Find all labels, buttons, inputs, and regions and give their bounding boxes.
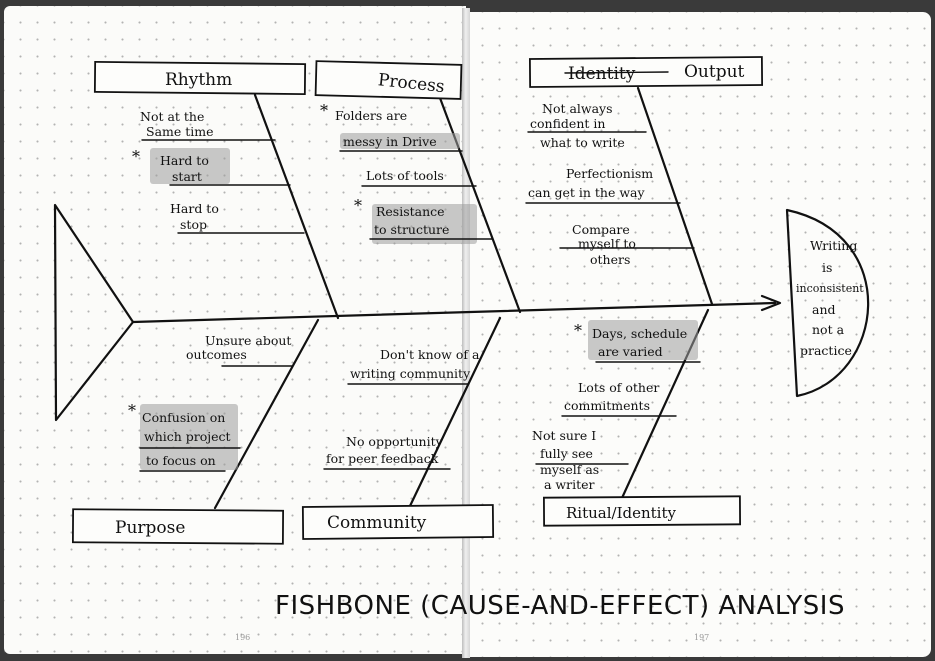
cause-text: are varied [598,344,663,359]
cause-text: commitments [564,398,650,413]
cause-text: Confusion on [142,410,225,425]
rib-community [408,316,502,508]
cause-text: writing community [350,366,471,381]
rib-purpose [213,318,320,510]
rib-output [636,86,714,306]
highlight-hard-to-start [150,148,230,184]
fish-tail [53,203,135,422]
cause-text: fully see [540,446,593,461]
cause-group-community: Don't know of a writing community No opp… [323,347,480,470]
category-box-purpose [71,508,285,545]
category-label-output-struck: Identity [568,64,636,84]
effect-line: and [812,302,836,317]
cause-text: Not always [542,101,613,116]
category-box-community [301,504,495,540]
cause-text: confident in [530,116,605,131]
cause-text: Unsure about [205,333,291,348]
highlight-resistance [372,204,477,244]
cause-group-ritual: * Days, schedule are varied Lots of othe… [532,321,701,492]
cause-text: Perfectionism [566,166,653,181]
dot-grid [4,6,466,654]
cause-text: stop [180,217,207,232]
effect-line: practice [800,343,852,358]
rib-rhythm [253,93,340,320]
dot-grid [466,12,931,657]
cause-text: myself to [578,236,636,251]
cause-text: Folders are [335,108,407,123]
star-mark: * [132,147,140,166]
star-mark: * [320,101,328,120]
category-label-purpose: Purpose [115,518,185,538]
category-box-ritual [542,495,742,527]
highlight-folders-messy [340,133,460,149]
strikethrough-line [564,71,669,74]
cause-text: can get in the way [528,185,645,200]
star-mark: * [354,196,362,215]
notebook-spine [462,8,470,658]
effect-line: is [822,260,832,275]
cause-text: Days, schedule [592,326,687,341]
cause-text: Lots of tools [366,168,444,183]
spine-arrowhead [760,294,782,312]
cause-text: Same time [146,124,214,139]
fish-spine [131,301,777,324]
effect-statement: Writing is inconsistent and not a practi… [796,238,864,358]
cause-text: messy in Drive [343,134,437,149]
category-label-community: Community [327,513,427,533]
right-page [466,12,931,657]
star-mark: * [574,321,582,340]
cause-text: No opportunity [346,434,444,449]
cause-text: Not sure I [532,428,596,443]
category-box-rhythm [93,60,307,96]
cause-text: others [590,252,630,267]
cause-text: to focus on [146,453,216,468]
cause-text: to structure [374,222,449,237]
effect-line: not a [812,322,845,337]
cause-text: what to write [540,135,625,150]
cause-text: Don't know of a [380,347,480,362]
highlight-days-varied [588,320,698,360]
cause-text: start [172,169,202,184]
cause-text: myself as [540,462,599,477]
left-page [4,6,466,654]
category-label-output: Output [684,62,745,82]
highlight-confusion [140,404,238,470]
cause-text: a writer [544,477,595,492]
cause-text: Hard to [160,153,209,168]
effect-line: Writing [810,238,857,253]
cause-group-process: * Folders are messy in Drive Lots of too… [320,101,493,240]
cause-group-purpose: Unsure about outcomes * Confusion on whi… [128,333,293,472]
category-label-rhythm: Rhythm [165,70,232,90]
cause-text: which project [144,429,231,444]
page-number-left: 196 [235,633,250,642]
category-label-ritual: Ritual/Identity [566,504,676,522]
cause-text: for peer feedback [326,451,439,466]
cause-text: Hard to [170,201,219,216]
page-number-right: 197 [694,633,709,642]
cause-text: Compare [572,222,630,237]
fish-head [785,208,870,398]
diagram-title: FISHBONE (CAUSE-AND-EFFECT) ANALYSIS [275,591,845,621]
cause-group-output: Not always confident in what to write Pe… [525,101,695,267]
category-box-process [314,60,463,100]
cause-group-rhythm: Not at the Same time * Hard to start Har… [132,109,305,234]
star-mark: * [128,401,136,420]
cause-text: Resistance [376,204,445,219]
cause-text: outcomes [186,347,247,362]
effect-line: inconsistent [796,282,864,295]
cause-text: Not at the [140,109,204,124]
cause-text: Lots of other [578,380,659,395]
